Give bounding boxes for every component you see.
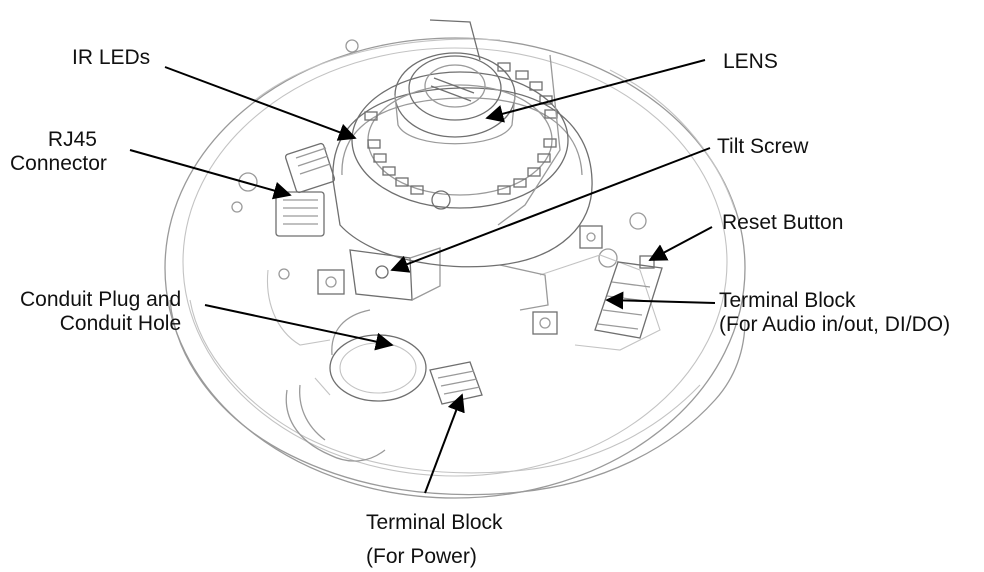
callout-conduit-line1: Conduit Plug and [20,288,182,311]
side-conduit-opening [285,377,386,462]
leader-lines [129,59,716,494]
callout-tilt-screw-line1: Tilt Screw [717,135,809,158]
board-screws [317,225,603,335]
callout-conduit: Conduit Plug and Conduit Hole [20,288,181,336]
leader-tilt-screw [390,147,711,273]
callout-ir-leds-line1: IR LEDs [72,46,151,69]
terminal-block-power [429,361,483,405]
callout-rj45-line2: Connector [10,152,107,175]
terminal-block-audio [594,255,663,339]
callout-terminal-audio-line2: (For Audio in/out, DI/DO) [719,313,951,336]
leader-conduit [204,304,394,351]
callout-terminal-audio-line1: Terminal Block [719,289,856,312]
callout-tilt-screw: Tilt Screw [717,135,808,159]
leader-terminal-audio [605,291,716,310]
callout-terminal-power-line1: Terminal Block [366,511,503,534]
leader-reset-button [648,226,713,261]
leader-ir-leds [164,66,357,141]
conduit-hole [329,309,427,402]
callout-conduit-line2: Conduit Hole [59,312,182,335]
callout-rj45: RJ45 Connector [10,128,107,176]
leader-lens [485,59,706,123]
callout-terminal-audio: Terminal Block (For Audio in/out, DI/DO) [719,289,950,337]
callout-lens: LENS [723,50,778,74]
leader-rj45 [129,149,292,200]
dome-module [332,19,593,268]
callout-ir-leds: IR LEDs [72,46,150,70]
callout-reset-button-line1: Reset Button [722,211,844,234]
callout-rj45-line1: RJ45 [47,128,97,151]
mounting-holes [231,39,647,280]
tilt-bracket [349,247,549,311]
leader-terminal-power [424,393,465,494]
camera-housing [164,37,746,499]
callout-terminal-power-line2: (For Power) [366,545,477,568]
rj45-connector [275,142,336,237]
callout-terminal-power: Terminal Block (For Power) [366,508,503,572]
callout-reset-button: Reset Button [722,211,843,235]
callout-lens-line1: LENS [723,50,778,73]
pcb-board [266,254,661,351]
